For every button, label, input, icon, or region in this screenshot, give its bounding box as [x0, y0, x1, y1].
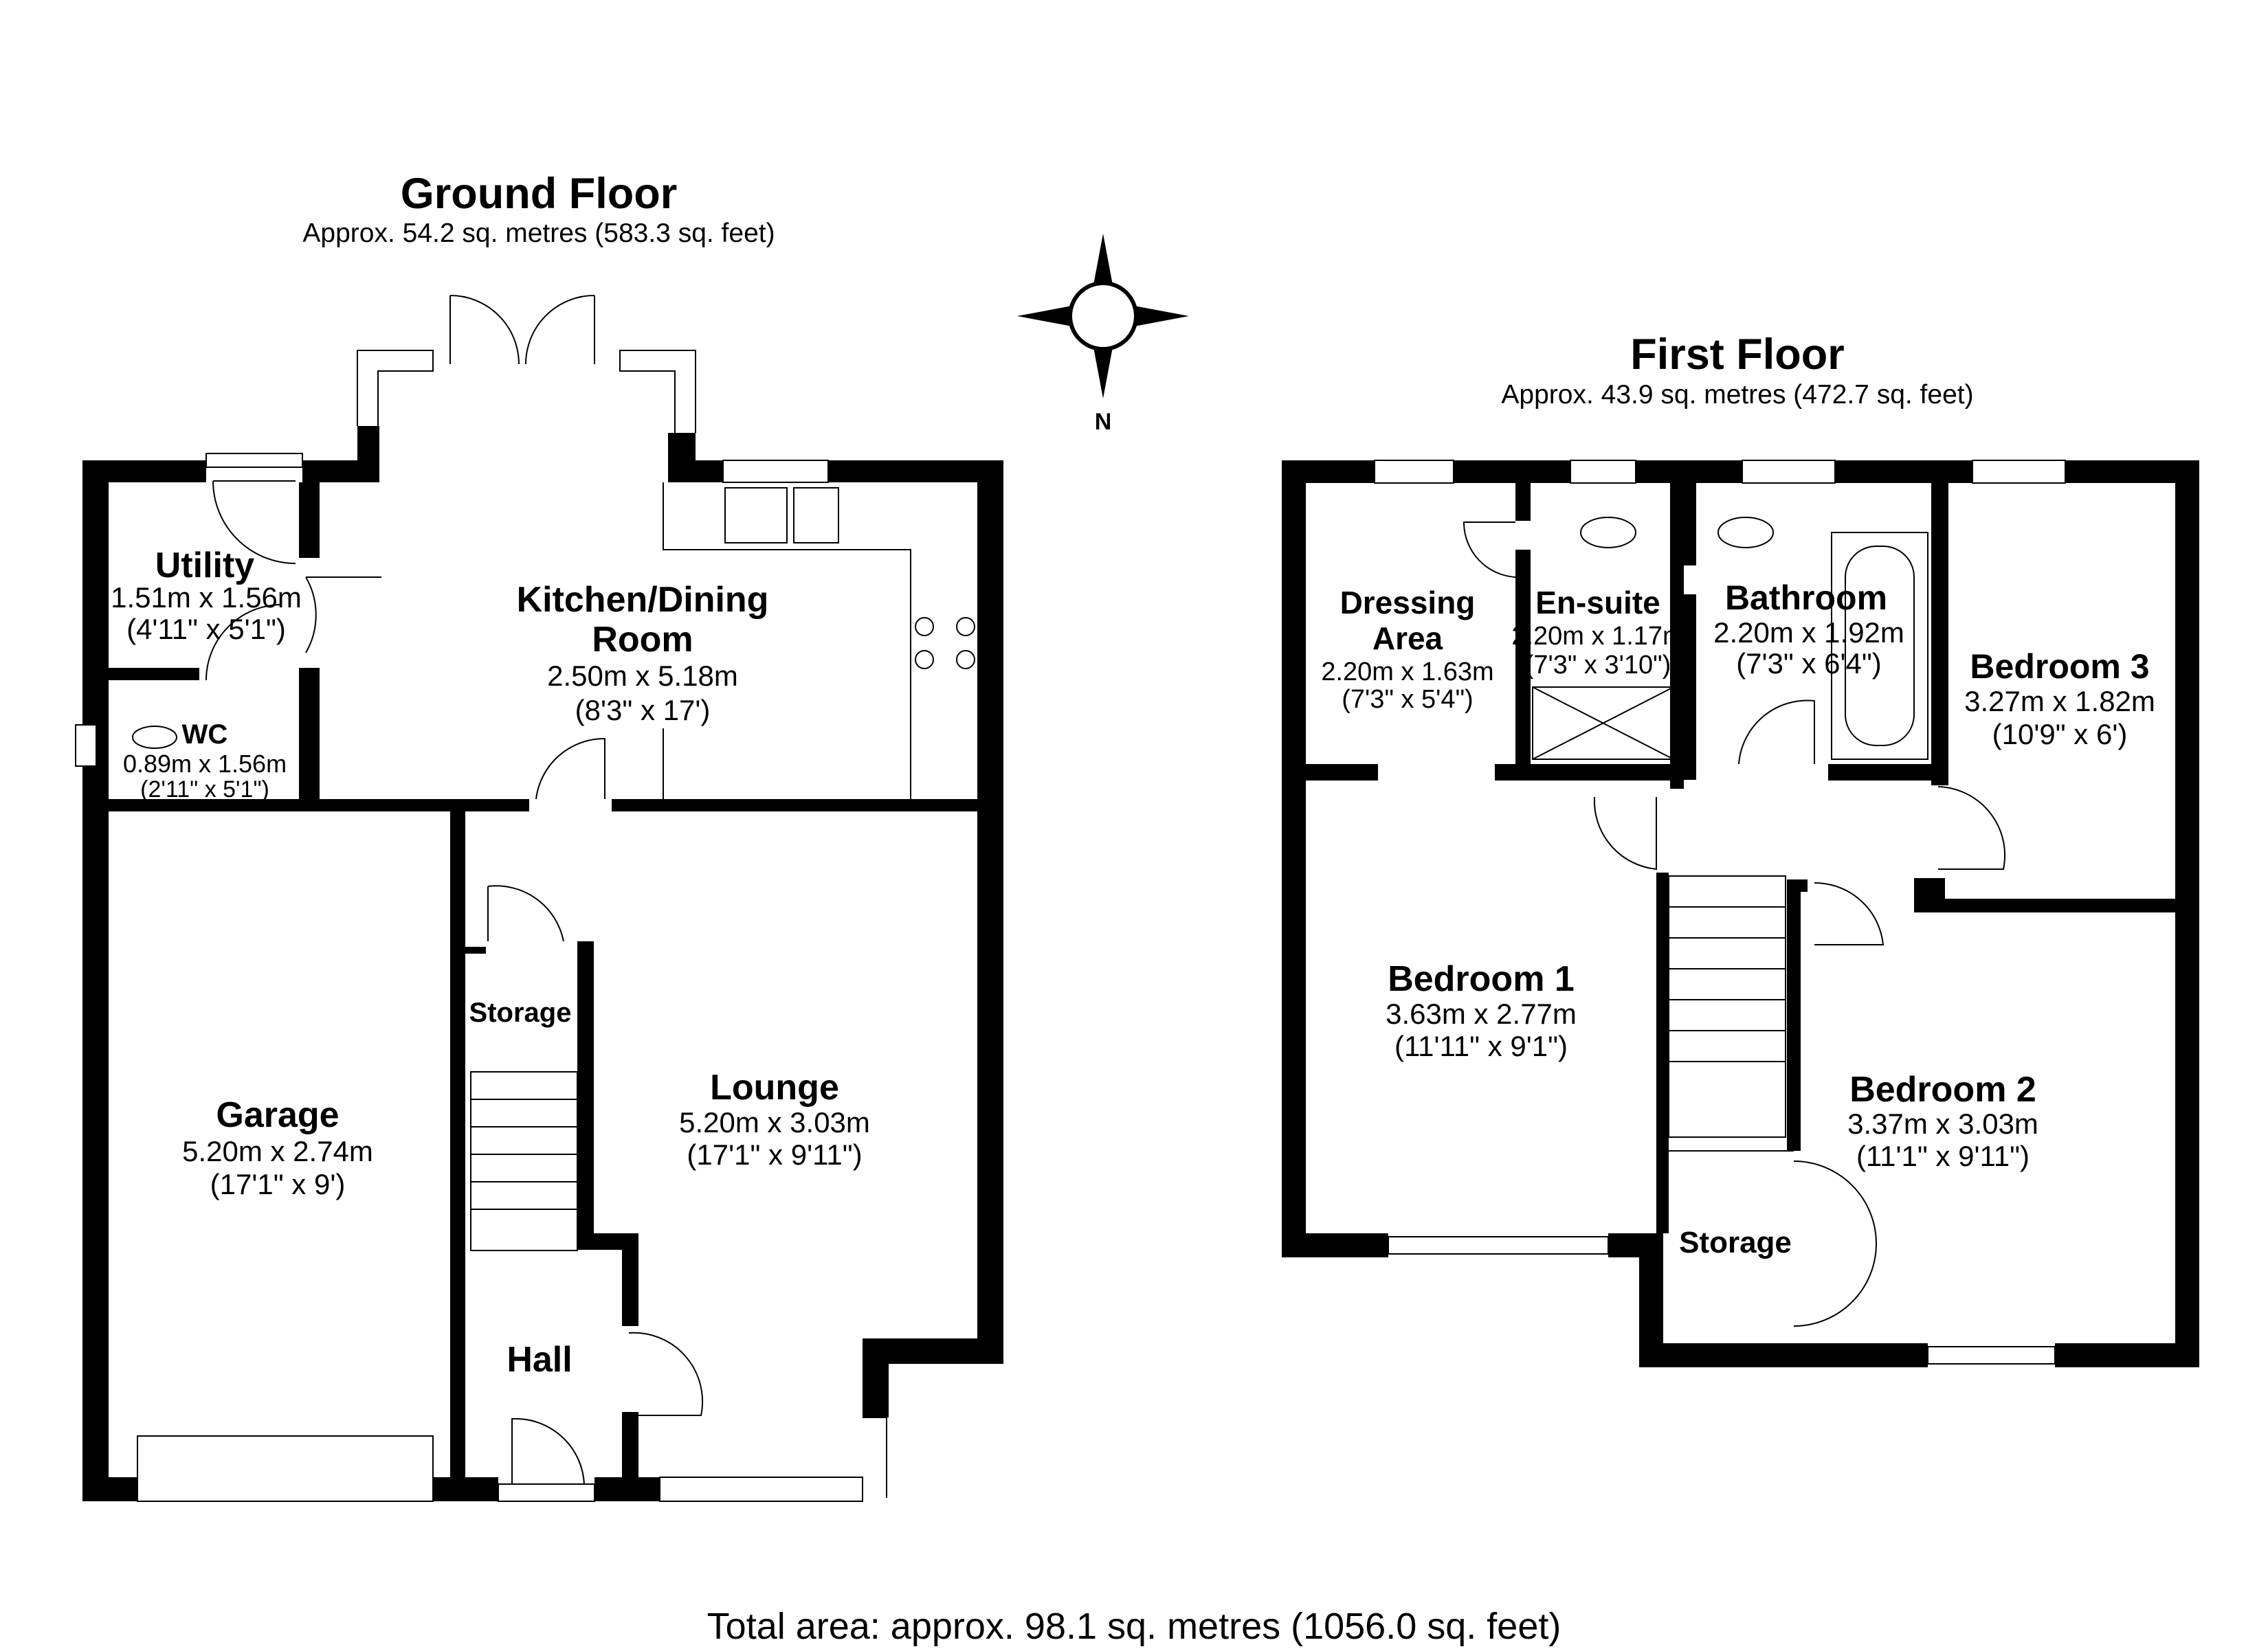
room-size-imperial-ensuite: (7'3" x 3'10") [1525, 651, 1671, 680]
room-name-kitchen: Kitchen/Dining [517, 580, 769, 620]
room-size-imperial-lounge: (17'1" x 9'11") [687, 1138, 862, 1171]
room-name-storage-ground: Storage [469, 998, 572, 1028]
compass-north-label: N [1095, 409, 1112, 435]
room-name-wc: WC [182, 719, 228, 750]
room-size-utility: 1.51m x 1.56m [111, 581, 302, 614]
room-size-ensuite: 2.20m x 1.17m [1511, 622, 1684, 651]
first-floor-area: Approx. 43.9 sq. metres (472.7 sq. feet) [1501, 380, 1973, 410]
room-size-imperial-bedroom-1: (11'11" x 9'1") [1394, 1030, 1568, 1062]
room-size-wc: 0.89m x 1.56m [123, 750, 287, 778]
room-size-imperial-wc: (2'11" x 5'1") [140, 776, 269, 803]
room-name-utility: Utility [155, 546, 255, 585]
room-size-imperial-bedroom-2: (11'1" x 9'11") [1856, 1140, 2030, 1172]
room-name-bedroom-2: Bedroom 2 [1849, 1070, 2036, 1110]
room-name-bedroom-1: Bedroom 1 [1388, 959, 1575, 999]
room-size-imperial-bathroom: (7'3" x 6'4") [1736, 647, 1882, 680]
room-size-garage: 5.20m x 2.74m [182, 1135, 373, 1167]
room-name-lounge: Lounge [710, 1068, 839, 1108]
room-size-imperial-kitchen: (8'3" x 17') [575, 694, 711, 726]
ground-floor-walls [82, 426, 1003, 1501]
compass-rose-icon: N [1017, 234, 1189, 435]
first-floor-labels: Dressing Area 2.20m x 1.63m (7'3" x 5'4"… [1321, 579, 2155, 1259]
room-size-kitchen: 2.50m x 5.18m [547, 660, 738, 692]
ground-floor-labels: Utility 1.51m x 1.56m (4'11" x 5'1") WC … [111, 546, 870, 1380]
first-floor-fittings [1374, 460, 2066, 1365]
first-floor-walls [1282, 460, 2199, 1367]
room-size-dressing: 2.20m x 1.63m [1321, 658, 1493, 686]
room-size-imperial-garage: (17'1" x 9') [210, 1168, 346, 1200]
room-size-imperial-utility: (4'11" x 5'1") [126, 613, 286, 645]
room-size-imperial-bedroom-3: (10'9" x 6') [1992, 718, 2128, 750]
room-name-kitchen-line2: Room [592, 620, 693, 660]
room-name-bedroom-3: Bedroom 3 [1970, 647, 2149, 686]
room-name-dressing-line2: Area [1372, 620, 1443, 656]
room-name-ensuite: En-suite [1535, 585, 1660, 620]
room-size-bathroom: 2.20m x 1.92m [1713, 616, 1904, 649]
room-size-imperial-dressing: (7'3" x 5'4") [1342, 685, 1473, 714]
room-name-dressing: Dressing [1340, 585, 1476, 620]
room-name-garage: Garage [216, 1095, 339, 1135]
ground-floor-area: Approx. 54.2 sq. metres (583.3 sq. feet) [302, 218, 775, 248]
room-name-hall: Hall [507, 1340, 572, 1380]
total-area: Total area: approx. 98.1 sq. metres (105… [707, 1606, 1561, 1647]
room-size-bedroom-2: 3.37m x 3.03m [1847, 1108, 2038, 1140]
ground-floor-title: Ground Floor [401, 170, 677, 218]
first-floor-title: First Floor [1630, 330, 1845, 379]
ground-floor-fittings [75, 295, 975, 1502]
room-name-storage-first: Storage [1679, 1226, 1792, 1259]
room-size-bedroom-3: 3.27m x 1.82m [1964, 685, 2155, 717]
room-name-bathroom: Bathroom [1725, 579, 1887, 617]
room-size-bedroom-1: 3.63m x 2.77m [1386, 998, 1577, 1030]
room-size-lounge: 5.20m x 3.03m [679, 1106, 870, 1138]
